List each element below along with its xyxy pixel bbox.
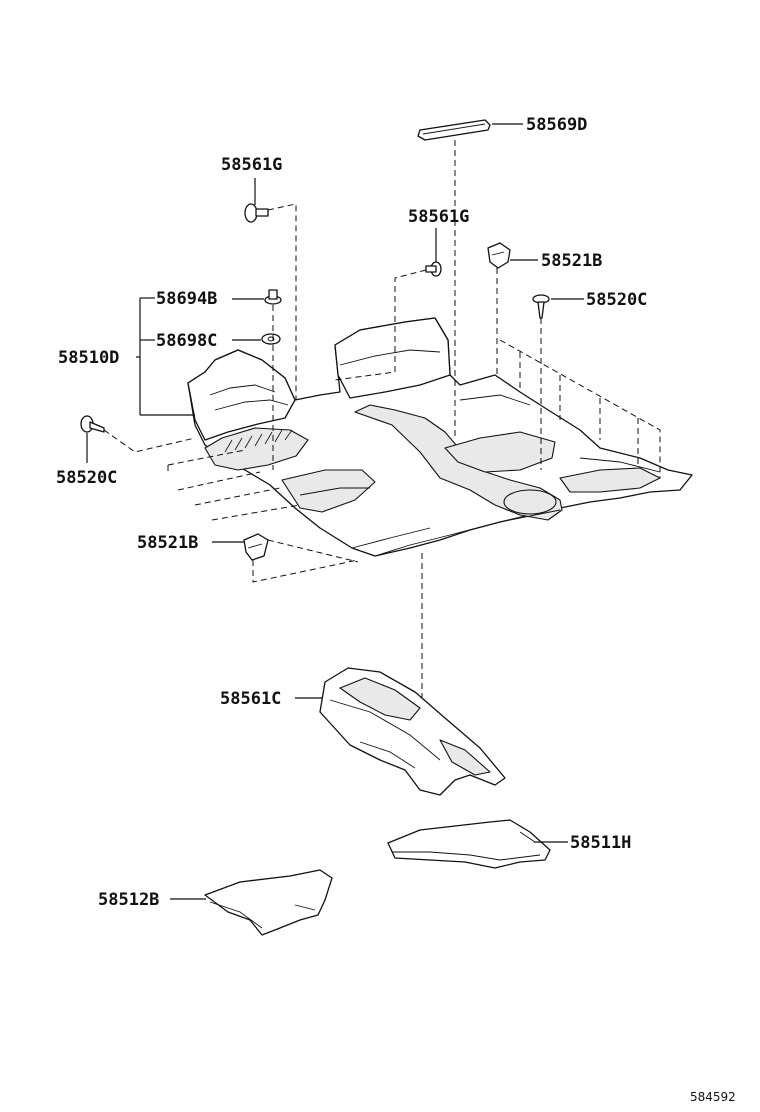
- label-58521B-bottom: 58521B: [137, 533, 198, 553]
- label-58569D: 58569D: [526, 115, 587, 135]
- label-58511H: 58511H: [570, 833, 631, 853]
- label-58561G-center: 58561G: [408, 207, 469, 227]
- part-58521B-clip-top[interactable]: [487, 242, 511, 269]
- part-58569D-cover[interactable]: [417, 119, 491, 141]
- part-58520C-screw-right[interactable]: [532, 294, 550, 319]
- floor-carpet-main[interactable]: [187, 317, 693, 557]
- part-58561C-tunnel-cover[interactable]: [319, 667, 506, 796]
- part-58520C-screw-left[interactable]: [80, 415, 105, 433]
- label-58512B: 58512B: [98, 890, 159, 910]
- leader-lines: [86, 123, 584, 900]
- label-58521B-top: 58521B: [541, 251, 602, 271]
- part-58561G-clip-center[interactable]: [425, 261, 442, 277]
- part-58698C-washer[interactable]: [261, 333, 281, 345]
- part-58521B-clip-bottom[interactable]: [243, 533, 269, 561]
- label-58561C: 58561C: [220, 689, 281, 709]
- label-58561G-left: 58561G: [221, 155, 282, 175]
- figure-id: 584592: [690, 1090, 736, 1104]
- part-labels: 58569D 58561G 58561G 58521B 58694B 58520…: [56, 115, 736, 1104]
- label-58520C-left: 58520C: [56, 468, 117, 488]
- part-58561G-clip-left[interactable]: [244, 203, 269, 223]
- label-58520C-right: 58520C: [586, 290, 647, 310]
- label-58510D: 58510D: [58, 348, 119, 368]
- part-58694B-fastener[interactable]: [264, 289, 282, 305]
- label-58694B: 58694B: [156, 289, 217, 309]
- part-58512B-mat[interactable]: [204, 869, 333, 936]
- label-58698C: 58698C: [156, 331, 217, 351]
- assembly-dashed-lines: [103, 140, 661, 698]
- part-58511H-mat[interactable]: [387, 819, 551, 869]
